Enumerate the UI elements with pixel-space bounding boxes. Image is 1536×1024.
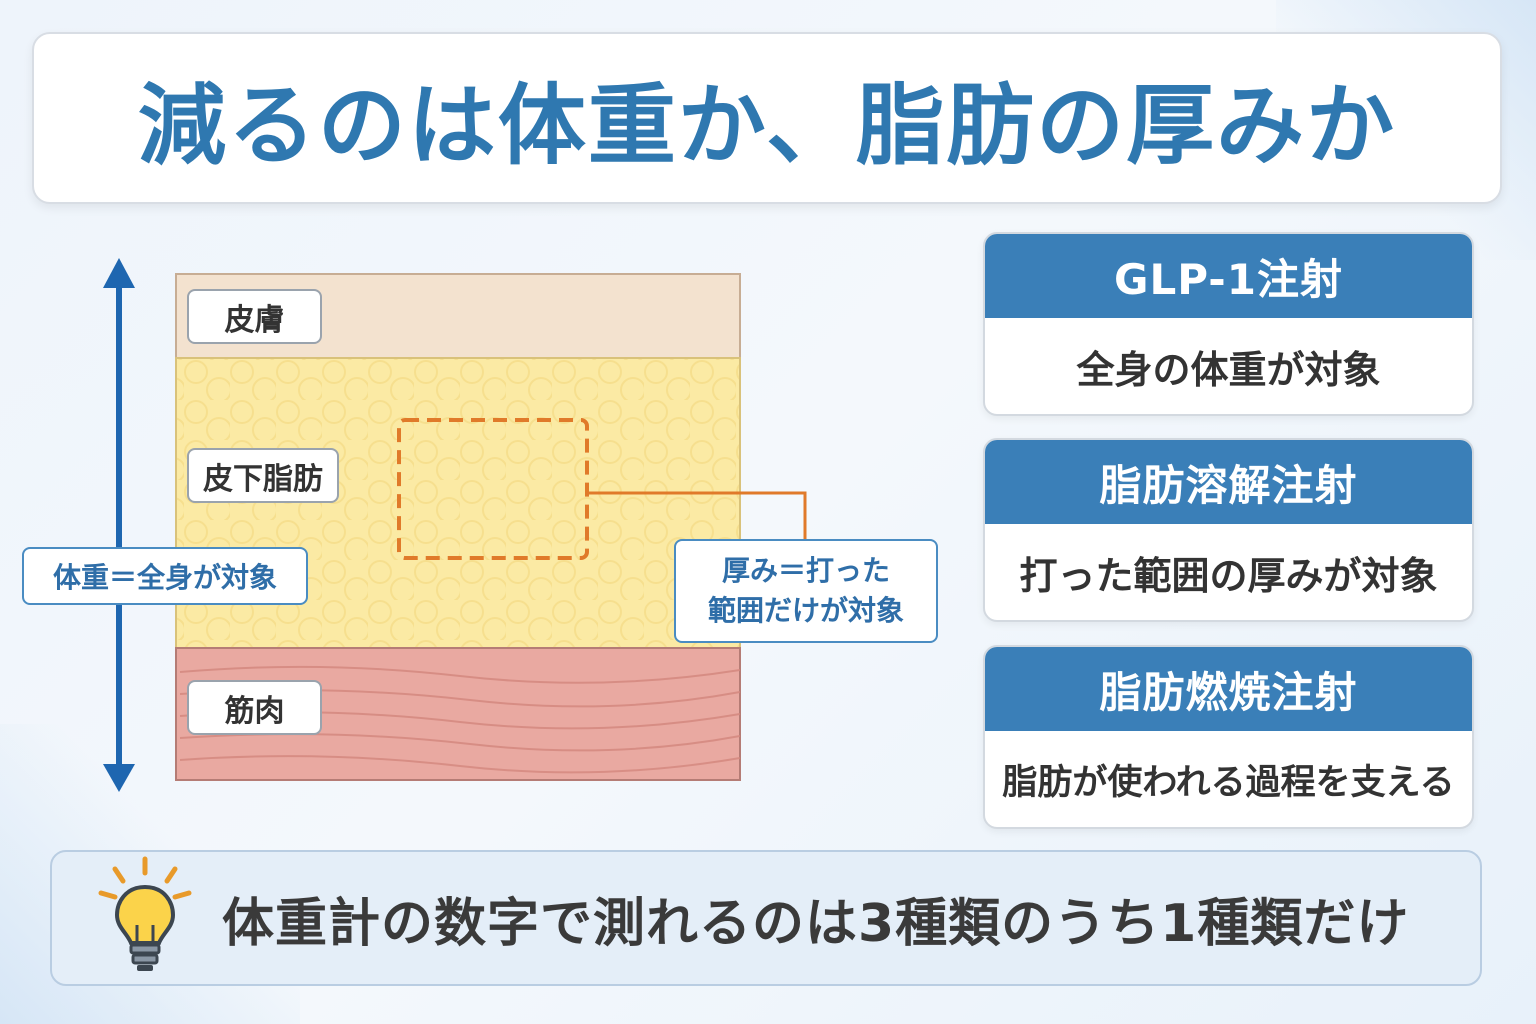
label-skin: 皮膚: [187, 289, 322, 344]
tissue-diagram: [103, 258, 807, 792]
thickness-callout-line1: 厚み＝打った: [721, 554, 890, 587]
label-subcutaneous-fat: 皮下脂肪: [187, 448, 339, 503]
thickness-callout: 厚み＝打った 範囲だけが対象: [674, 539, 938, 643]
card-fat-dissolving-body: 打った範囲の厚みが対象: [1019, 553, 1438, 598]
card-fat-burning: 脂肪燃焼注射 脂肪が使われる過程を支える: [983, 645, 1474, 829]
weight-callout: 体重＝全身が対象: [22, 547, 308, 605]
label-muscle: 筋肉: [187, 680, 322, 735]
vertical-double-arrow: [103, 258, 135, 792]
lightbulb-icon: [98, 856, 192, 971]
card-fat-burning-heading: 脂肪燃焼注射: [985, 647, 1472, 731]
card-fat-dissolving-heading: 脂肪溶解注射: [985, 440, 1472, 524]
page-title: 減るのは体重か、脂肪の厚みか: [137, 73, 1397, 177]
card-glp1-body: 全身の体重が対象: [1076, 347, 1381, 392]
callout-connector-line: [588, 491, 807, 540]
card-fat-burning-body: 脂肪が使われる過程を支える: [1002, 762, 1455, 803]
card-fat-dissolving: 脂肪溶解注射 打った範囲の厚みが対象: [983, 438, 1474, 622]
summary-text: 体重計の数字で測れるのは3種類のうち1種類だけ: [222, 893, 1410, 954]
card-glp1-heading: GLP-1注射: [985, 234, 1472, 318]
injection-area-dashed-box: [397, 418, 589, 560]
summary-banner: 体重計の数字で測れるのは3種類のうち1種類だけ: [50, 850, 1482, 986]
card-glp1: GLP-1注射 全身の体重が対象: [983, 232, 1474, 416]
thickness-callout-line2: 範囲だけが対象: [707, 594, 904, 627]
title-banner: 減るのは体重か、脂肪の厚みか: [32, 32, 1502, 204]
